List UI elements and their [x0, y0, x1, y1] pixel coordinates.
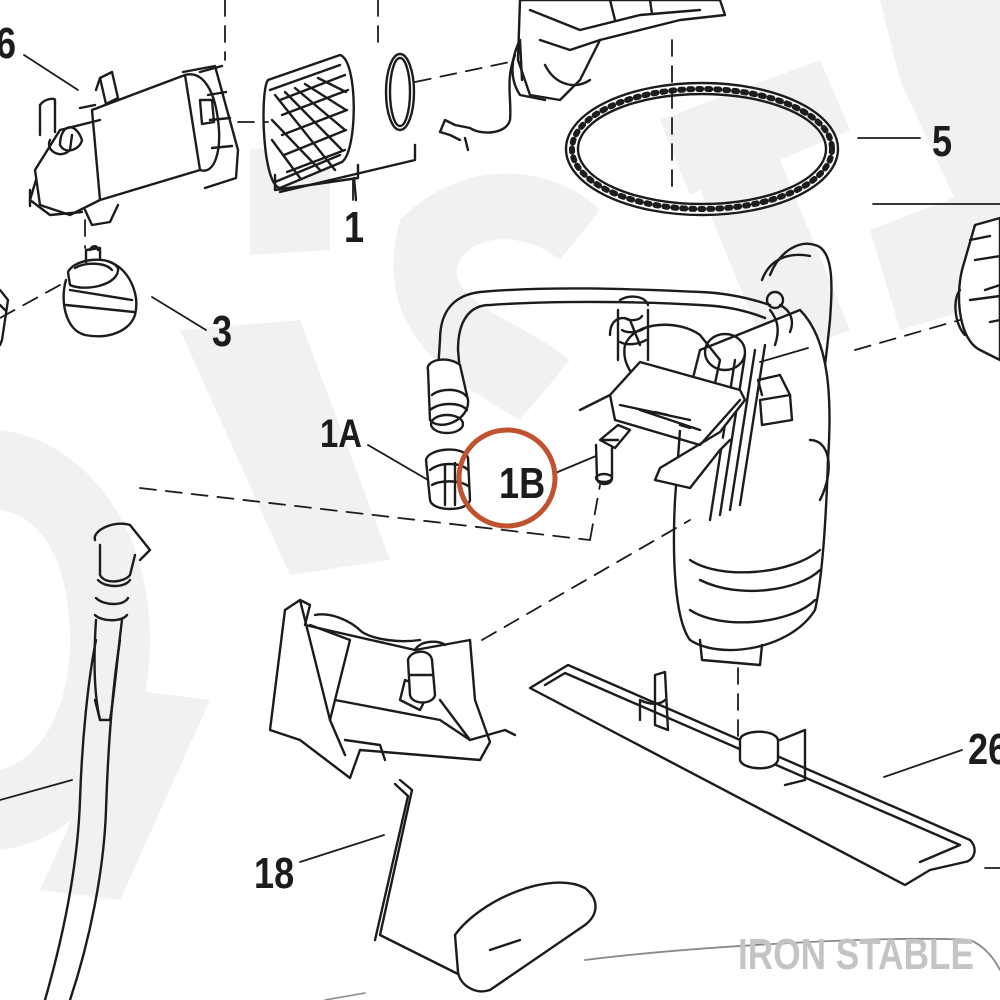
assembly-dash-lines: [0, 0, 961, 743]
highlight-circle-1b: [456, 427, 558, 529]
callout-3: 3: [212, 307, 233, 356]
sensor-wire: [438, 53, 517, 152]
watermark-swoosh: [584, 938, 1000, 971]
right-edge-component: [954, 216, 1000, 362]
part-3-check-valve: [62, 245, 138, 338]
callout-1b: 1B: [499, 459, 546, 508]
callout-5: 5: [932, 117, 953, 166]
callout-18: 18: [254, 849, 295, 898]
fuel-line-left: [43, 522, 152, 1000]
leader-lines: [0, 54, 1000, 869]
callout-1: 1: [344, 203, 365, 252]
part-18-level-sensor: [268, 598, 597, 993]
callout-26: 26: [968, 725, 1000, 774]
part-1-filter-element: [262, 52, 417, 202]
part-5-seal-ring: [564, 81, 840, 217]
fuel-pump-module: [426, 242, 833, 667]
bottom-edge-line: [324, 992, 366, 1000]
callout-6: 6: [0, 22, 16, 66]
part-26-base-plate: [528, 663, 976, 887]
callout-1a: 1A: [320, 412, 362, 456]
left-edge-fitting: [0, 288, 10, 347]
watermark-text: IRON STABLE: [738, 930, 974, 979]
upper-fuel-manifold: [511, 0, 727, 102]
part-6-filter-housing: [28, 64, 240, 227]
